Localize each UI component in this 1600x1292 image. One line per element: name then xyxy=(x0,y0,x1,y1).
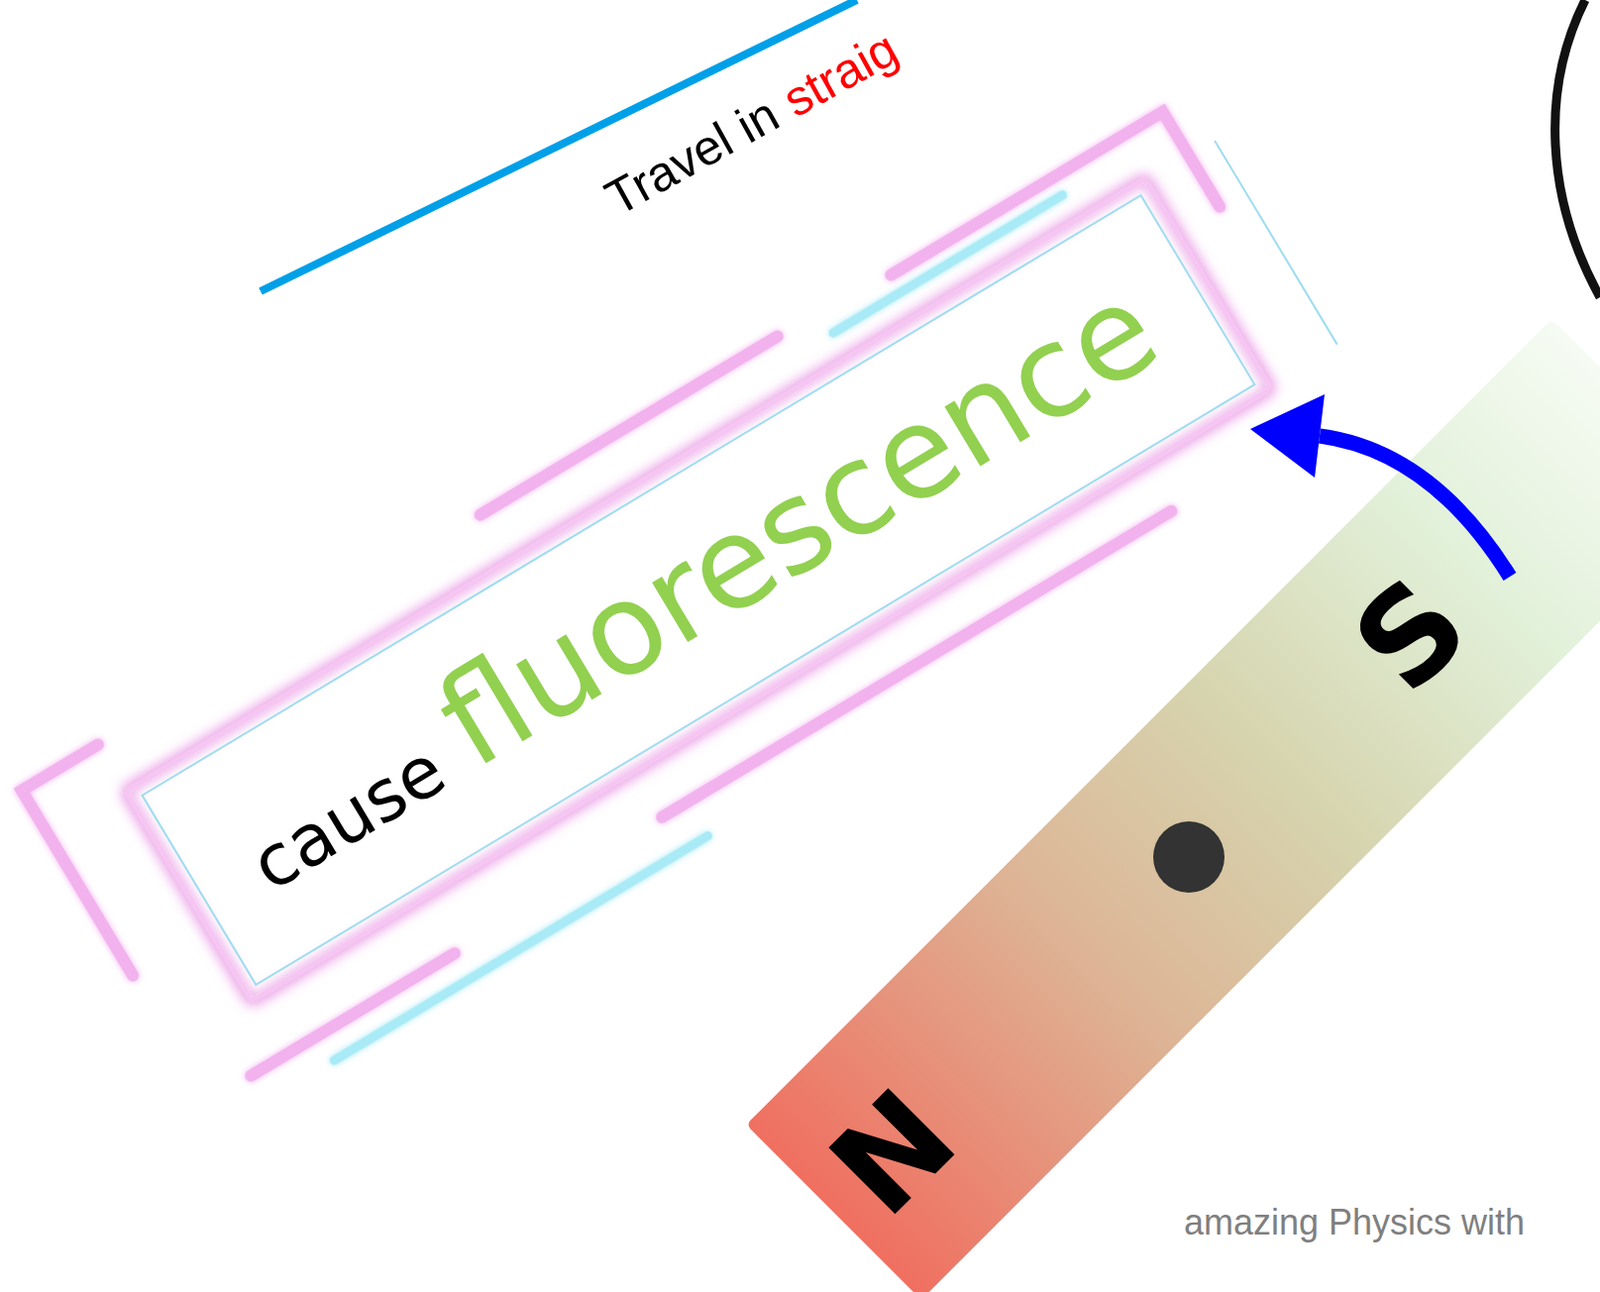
thin-cyan-line xyxy=(1214,140,1338,345)
pivot-dot xyxy=(1153,821,1225,893)
frame-text: cause xyxy=(237,728,460,907)
frame-text: fluorescence xyxy=(414,253,1181,795)
pole-label: S xyxy=(1332,556,1490,714)
heading-highlight: straig xyxy=(773,20,907,128)
pole-label: N xyxy=(809,1068,977,1237)
blue-ray-line xyxy=(260,0,857,292)
heading-text: Travel in xyxy=(596,86,788,226)
watermark-text: amazing Physics with xyxy=(1183,1201,1525,1243)
rotation-arrowhead xyxy=(1250,394,1325,478)
watermark: amazing Physics with xyxy=(1183,1200,1525,1244)
black-arc xyxy=(1555,0,1600,298)
rotation-arrow xyxy=(1319,435,1510,577)
